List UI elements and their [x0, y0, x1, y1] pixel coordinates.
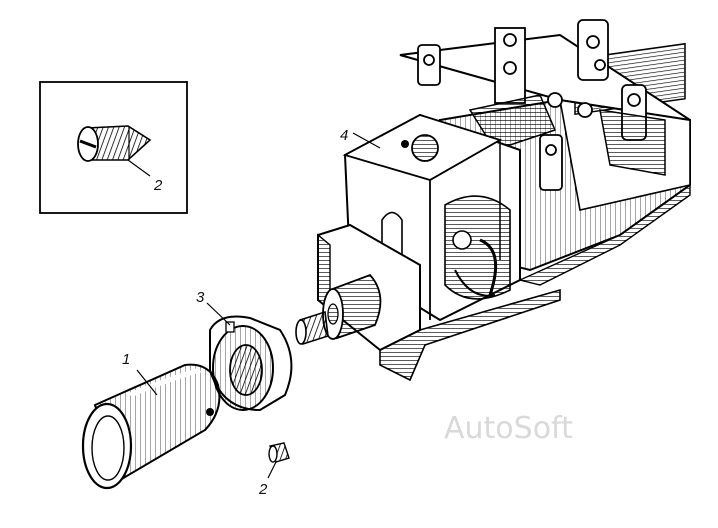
leader-line-4 — [352, 132, 381, 149]
callout-2: 2 — [258, 481, 268, 498]
set-screw — [268, 442, 290, 463]
nut — [209, 315, 293, 412]
leader-line-3 — [206, 302, 231, 326]
leader-line-2 — [267, 461, 277, 479]
leader-line-1 — [136, 369, 158, 396]
inset-panel: 2 — [39, 81, 188, 214]
callout-1: 1 — [122, 351, 130, 368]
callout-4: 4 — [340, 127, 348, 144]
knob — [81, 363, 221, 490]
terminal-posts — [417, 19, 647, 191]
inset-set-screw-icon — [77, 125, 152, 162]
callout-3: 3 — [196, 289, 205, 306]
inset-callout-2: 2 — [153, 177, 163, 194]
watermark-text: AutoSoft — [444, 411, 573, 446]
inset-leader-line — [127, 159, 151, 177]
switch-body — [295, 19, 691, 382]
